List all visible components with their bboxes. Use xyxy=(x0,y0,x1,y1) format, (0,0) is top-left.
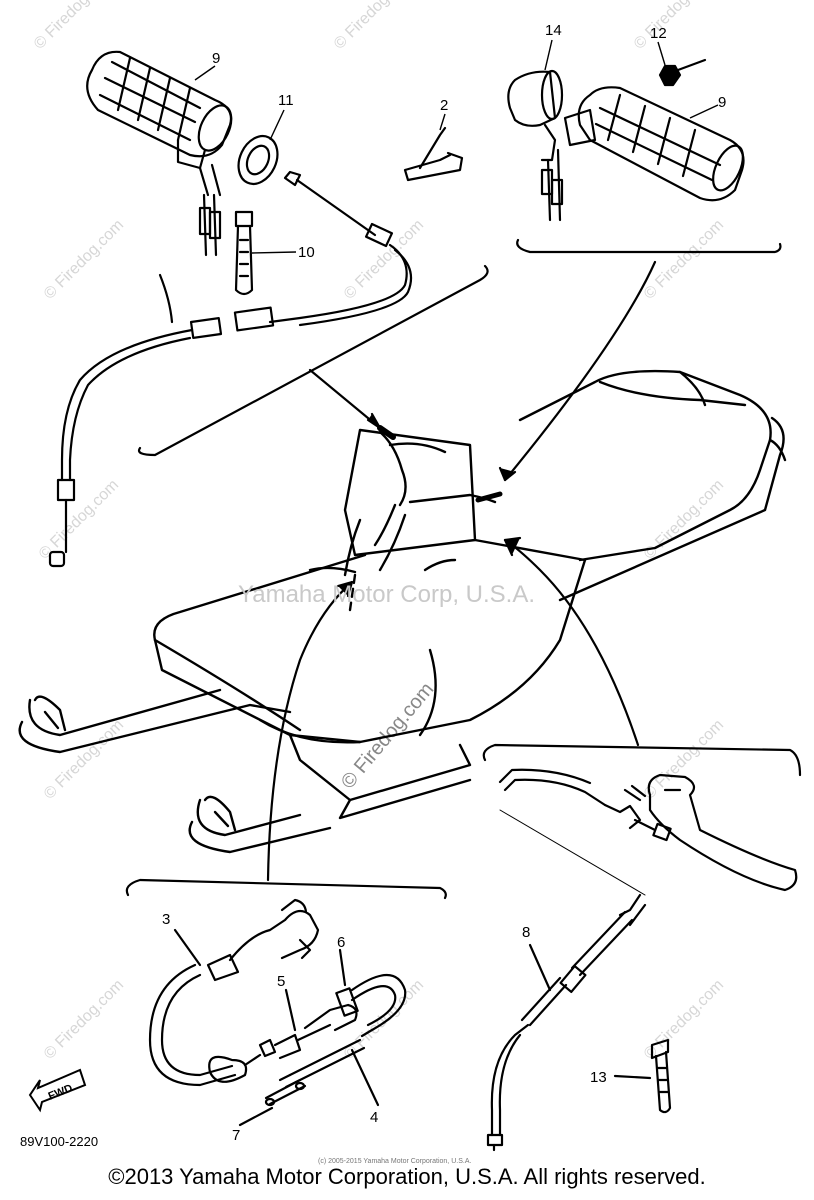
callout-7: 7 xyxy=(232,1127,240,1144)
bottom-left-group xyxy=(125,580,447,1127)
callout-3: 3 xyxy=(162,911,170,928)
callout-10: 10 xyxy=(298,244,315,261)
band-part-13 xyxy=(650,1038,672,1114)
grip-right xyxy=(540,86,745,222)
band-part xyxy=(234,210,254,296)
forward-arrow-icon: FWD xyxy=(28,1068,87,1113)
watermark-site: © Firedog.com xyxy=(641,476,727,562)
callout-8: 8 xyxy=(522,924,530,941)
watermark-site: © Firedog.com xyxy=(631,0,717,53)
callout-9-right: 9 xyxy=(718,94,726,111)
callout-5: 5 xyxy=(277,973,285,990)
watermark-site: © Firedog.com xyxy=(641,716,727,802)
callout-11: 11 xyxy=(278,92,294,109)
copyright-footer: ©2013 Yamaha Motor Corporation, U.S.A. A… xyxy=(108,1164,706,1189)
watermark-site: © Firedog.com xyxy=(331,0,417,53)
callout-labels: 9 11 2 14 12 9 10 3 6 5 8 13 4 7 xyxy=(162,22,726,1144)
watermark-site: © Firedog.com xyxy=(31,0,117,53)
watermark-site: © Firedog.com xyxy=(36,476,122,562)
ring-part xyxy=(237,134,279,186)
callout-12: 12 xyxy=(650,25,667,42)
watermark-center: Yamaha Motor Corp, U.S.A. xyxy=(238,581,535,608)
snowmobile-illustration xyxy=(18,369,787,854)
throttle-cable xyxy=(48,170,413,568)
connector-part xyxy=(258,987,359,1060)
watermark-site: © Firedog.com xyxy=(641,216,727,302)
callout-2: 2 xyxy=(440,97,448,114)
callout-14: 14 xyxy=(545,22,562,39)
watermark-site: © Firedog.com xyxy=(41,976,127,1062)
callout-9: 9 xyxy=(212,50,220,67)
bottom-right-group xyxy=(482,536,802,1152)
sleeve-part xyxy=(507,69,564,127)
grip-left xyxy=(86,50,233,257)
screw-part xyxy=(658,58,707,87)
top-left-group xyxy=(48,50,489,568)
watermark-site: © Firedog.com xyxy=(41,216,127,302)
tiny-copyright-notice: (c) 2005-2015 Yamaha Motor Corporation, … xyxy=(318,1158,471,1165)
clip-part xyxy=(403,126,464,182)
diagram-part-code: 89V100-2220 xyxy=(20,1134,98,1149)
callout-13: 13 xyxy=(590,1069,607,1086)
watermark-site: © Firedog.com xyxy=(641,976,727,1062)
choke-knob-part xyxy=(206,898,320,982)
callout-4: 4 xyxy=(370,1109,378,1126)
top-right-group xyxy=(498,58,782,482)
callout-6: 6 xyxy=(337,934,345,951)
watermark-layer: © Firedog.com © Firedog.com © Firedog.co… xyxy=(31,0,727,1063)
fwd-label: FWD xyxy=(47,1082,75,1103)
